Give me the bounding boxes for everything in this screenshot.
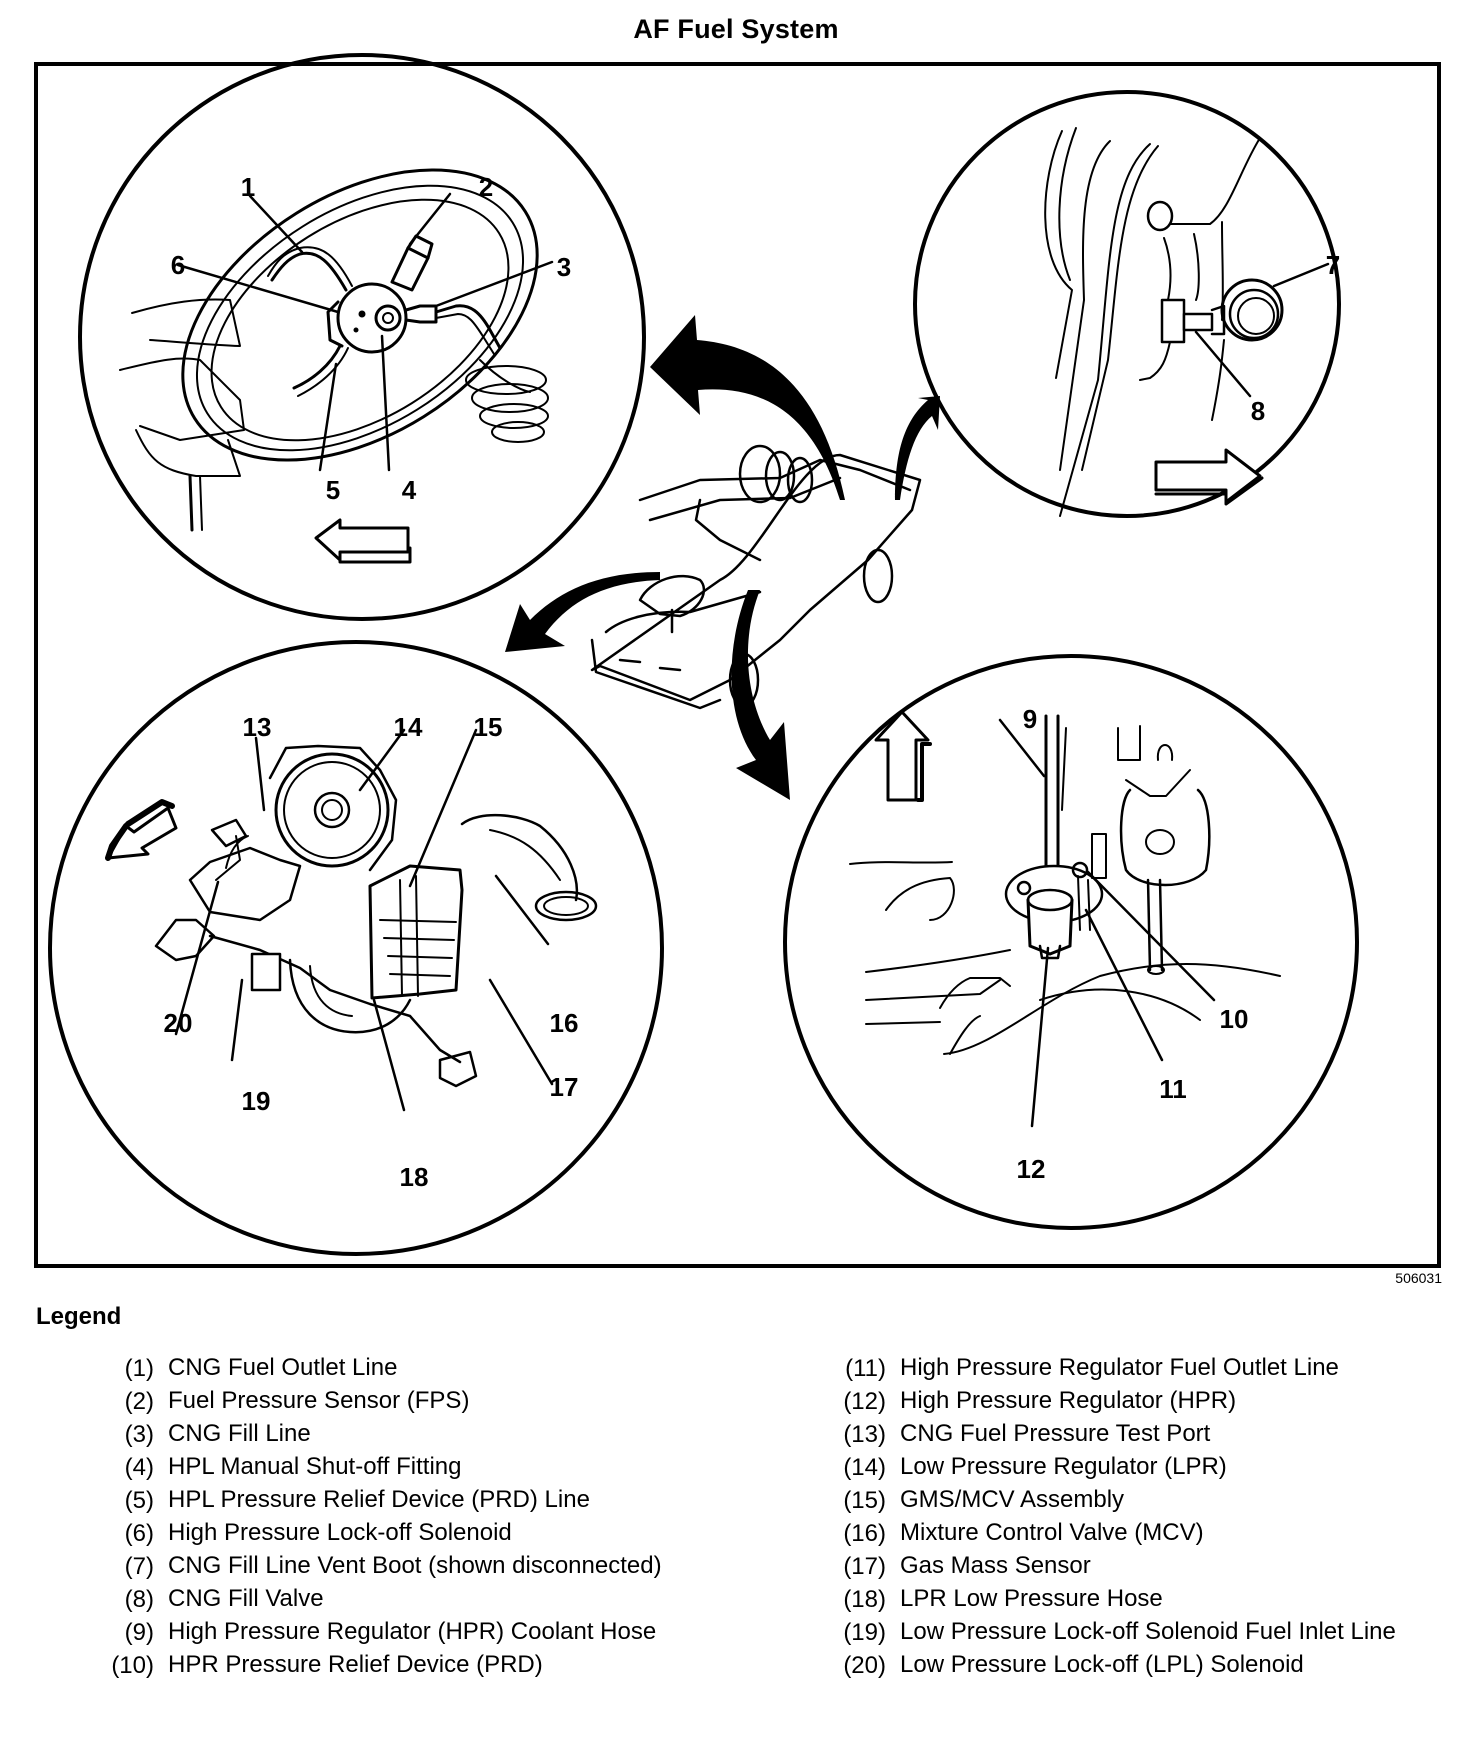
legend-item-number: (1) — [124, 1355, 154, 1382]
legend-item-number: (6) — [124, 1520, 154, 1547]
legend-item-text: Gas Mass Sensor — [900, 1552, 1091, 1579]
legend-item-text: Low Pressure Lock-off Solenoid Fuel Inle… — [900, 1618, 1396, 1645]
diagram-frame — [34, 62, 1441, 1268]
vehicle-overview — [590, 444, 922, 710]
legend-item-text: GMS/MCV Assembly — [900, 1486, 1125, 1513]
legend-item-number: (13) — [843, 1421, 886, 1448]
legend-item-number: (5) — [124, 1487, 154, 1514]
callout-2: 2 — [479, 172, 493, 202]
legend-right-column: (11) High Pressure Regulator Fuel Outlet … — [812, 1352, 1452, 1682]
legend-item-text: High Pressure Regulator (HPR) Coolant Ho… — [168, 1618, 657, 1645]
legend-item-text: CNG Fuel Outlet Line — [168, 1354, 398, 1381]
legend-item: (11) High Pressure Regulator Fuel Outlet … — [812, 1352, 1452, 1385]
legend-item: (19) Low Pressure Lock-off Solenoid Fuel … — [812, 1616, 1452, 1649]
engine-regulator-view — [48, 640, 664, 1256]
legend-item-number: (12) — [843, 1388, 886, 1415]
legend-left-column: (1) CNG Fuel Outlet Line (2) Fuel Pressure … — [68, 1352, 728, 1682]
legend-item-number: (17) — [843, 1553, 886, 1580]
legend-item: (7) CNG Fill Line Vent Boot (shown discon… — [68, 1550, 728, 1583]
callout-12: 12 — [1017, 1154, 1046, 1184]
legend-item-text: HPL Manual Shut-off Fitting — [168, 1453, 462, 1480]
legend-item-text: Low Pressure Regulator (LPR) — [900, 1453, 1227, 1480]
legend-item-number: (10) — [111, 1652, 154, 1679]
legend-item: (8) CNG Fill Valve — [68, 1583, 728, 1616]
legend-item: (9) High Pressure Regulator (HPR) Coolant… — [68, 1616, 728, 1649]
figure-id: 506031 — [1395, 1270, 1442, 1286]
callout-3: 3 — [557, 252, 571, 282]
legend-item: (10) HPR Pressure Relief Device (PRD) — [68, 1649, 728, 1682]
callout-9: 9 — [1023, 704, 1037, 734]
legend-item-text: Fuel Pressure Sensor (FPS) — [168, 1387, 470, 1414]
callout-14: 14 — [394, 712, 423, 742]
fuel-tank-valve-view — [78, 53, 646, 621]
arrow-to-tank-view — [650, 315, 845, 500]
legend-item: (4) HPL Manual Shut-off Fitting — [68, 1451, 728, 1484]
callout-13: 13 — [243, 712, 272, 742]
legend-item-text: High Pressure Lock-off Solenoid — [168, 1519, 512, 1546]
legend-item: (2) Fuel Pressure Sensor (FPS) — [68, 1385, 728, 1418]
pointer-arrows — [505, 315, 940, 800]
legend-item-number: (14) — [843, 1454, 886, 1481]
legend-item-number: (11) — [845, 1355, 886, 1382]
legend-item-number: (7) — [124, 1553, 154, 1580]
high-pressure-regulator-view — [783, 654, 1359, 1230]
page-title: AF Fuel System — [633, 14, 839, 44]
legend-item-text: CNG Fuel Pressure Test Port — [900, 1420, 1211, 1447]
legend-item-number: (19) — [843, 1619, 886, 1646]
arrow-to-engine-view — [505, 572, 660, 652]
legend-item-text: CNG Fill Valve — [168, 1585, 324, 1612]
legend-item-number: (2) — [124, 1388, 154, 1415]
legend-item-number: (9) — [124, 1619, 154, 1646]
legend-item-number: (16) — [843, 1520, 886, 1547]
legend-item: (14) Low Pressure Regulator (LPR) — [812, 1451, 1452, 1484]
callout-20: 20 — [164, 1008, 193, 1038]
legend-item: (6) High Pressure Lock-off Solenoid — [68, 1517, 728, 1550]
legend-item-text: HPR Pressure Relief Device (PRD) — [168, 1651, 543, 1678]
legend-item-number: (15) — [843, 1487, 886, 1514]
legend-item: (20) Low Pressure Lock-off (LPL) Solenoid — [812, 1649, 1452, 1682]
callout-10: 10 — [1220, 1004, 1249, 1034]
legend-item: (12) High Pressure Regulator (HPR) — [812, 1385, 1452, 1418]
legend-item-number: (3) — [124, 1421, 154, 1448]
legend-item: (15) GMS/MCV Assembly — [812, 1484, 1452, 1517]
legend-item-text: High Pressure Regulator (HPR) — [900, 1387, 1237, 1414]
callout-11: 11 — [1159, 1074, 1187, 1104]
legend-item-number: (8) — [124, 1586, 154, 1613]
legend-item: (1) CNG Fuel Outlet Line — [68, 1352, 728, 1385]
legend-item-text: LPR Low Pressure Hose — [900, 1585, 1163, 1612]
legend-item: (16) Mixture Control Valve (MCV) — [812, 1517, 1452, 1550]
legend-item: (18) LPR Low Pressure Hose — [812, 1583, 1452, 1616]
legend-item-text: Low Pressure Lock-off (LPL) Solenoid — [900, 1651, 1304, 1678]
legend-item-text: CNG Fill Line Vent Boot (shown disconnec… — [168, 1552, 662, 1579]
legend-item-text: High Pressure Regulator Fuel Outlet Line — [900, 1354, 1339, 1381]
callout-6: 6 — [171, 250, 185, 280]
legend-item: (5) HPL Pressure Relief Device (PRD) Line — [68, 1484, 728, 1517]
callout-19: 19 — [242, 1086, 271, 1116]
legend-item: (17) Gas Mass Sensor — [812, 1550, 1452, 1583]
fill-valve-view — [913, 90, 1341, 518]
legend-item: (13) CNG Fuel Pressure Test Port — [812, 1418, 1452, 1451]
callout-16: 16 — [550, 1008, 579, 1038]
legend-item-text: CNG Fill Line — [168, 1420, 311, 1447]
legend-item-text: HPL Pressure Relief Device (PRD) Line — [168, 1486, 590, 1513]
callout-5: 5 — [326, 475, 340, 505]
legend-item-number: (18) — [843, 1586, 886, 1613]
arrow-to-fill-view — [895, 396, 940, 500]
arrow-to-hpr-view — [731, 590, 790, 800]
callout-15: 15 — [474, 712, 503, 742]
legend-item-number: (4) — [124, 1454, 154, 1481]
legend-item-text: Mixture Control Valve (MCV) — [900, 1519, 1204, 1546]
callout-8: 8 — [1251, 396, 1265, 426]
callout-18: 18 — [400, 1162, 429, 1192]
callout-7: 7 — [1326, 250, 1340, 280]
callout-17: 17 — [550, 1072, 579, 1102]
legend-item-number: (20) — [843, 1652, 886, 1679]
callout-1: 1 — [241, 172, 255, 202]
callout-labels: 1 2 3 4 5 6 7 8 9 10 11 12 13 14 15 16 1… — [164, 172, 1341, 1192]
legend-heading: Legend — [36, 1303, 122, 1330]
callout-4: 4 — [402, 475, 417, 505]
legend-item: (3) CNG Fill Line — [68, 1418, 728, 1451]
